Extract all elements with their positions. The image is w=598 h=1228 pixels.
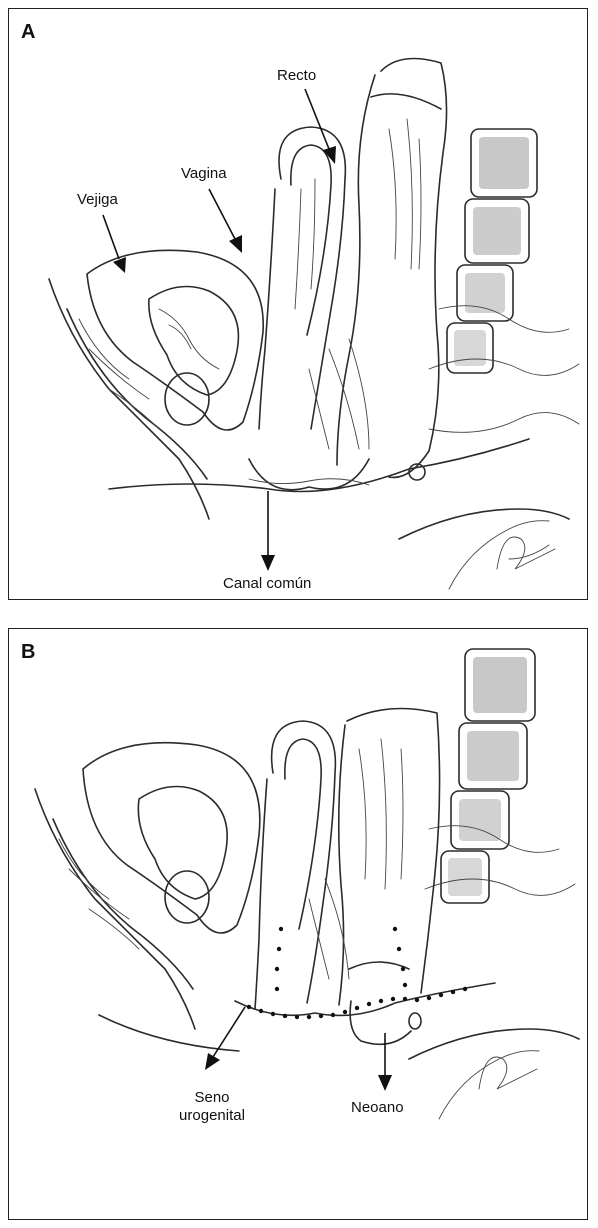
sacrum-vertebrae: [447, 129, 537, 373]
vagina-arrow: [209, 189, 242, 253]
canal-comun-arrow: [261, 491, 275, 571]
panel-b: B: [8, 628, 588, 1220]
label-neoano: Neoano: [351, 1099, 404, 1117]
vejiga-arrow: [103, 215, 126, 273]
vagina: [259, 127, 345, 429]
rectum: [339, 709, 440, 1045]
label-recto: Recto: [277, 67, 316, 85]
label-seno-line1: Seno: [157, 1089, 267, 1107]
neoano-arrow: [378, 1033, 392, 1091]
bladder: [87, 250, 263, 430]
panel-a-illustration: [9, 9, 588, 600]
vagina: [255, 721, 335, 1009]
label-seno-urogenital: Seno urogenital: [157, 1089, 267, 1125]
label-vejiga: Vejiga: [77, 191, 118, 209]
seno-urogenital-arrow: [205, 1007, 245, 1070]
rectum: [337, 59, 447, 478]
label-canal-comun: Canal común: [223, 575, 311, 593]
suture-dots: [247, 927, 467, 1019]
panel-a: A: [8, 8, 588, 600]
label-seno-line2: urogenital: [157, 1107, 267, 1125]
sacrum-vertebrae: [441, 649, 535, 903]
label-vagina: Vagina: [181, 165, 227, 183]
panel-b-illustration: [9, 629, 588, 1220]
